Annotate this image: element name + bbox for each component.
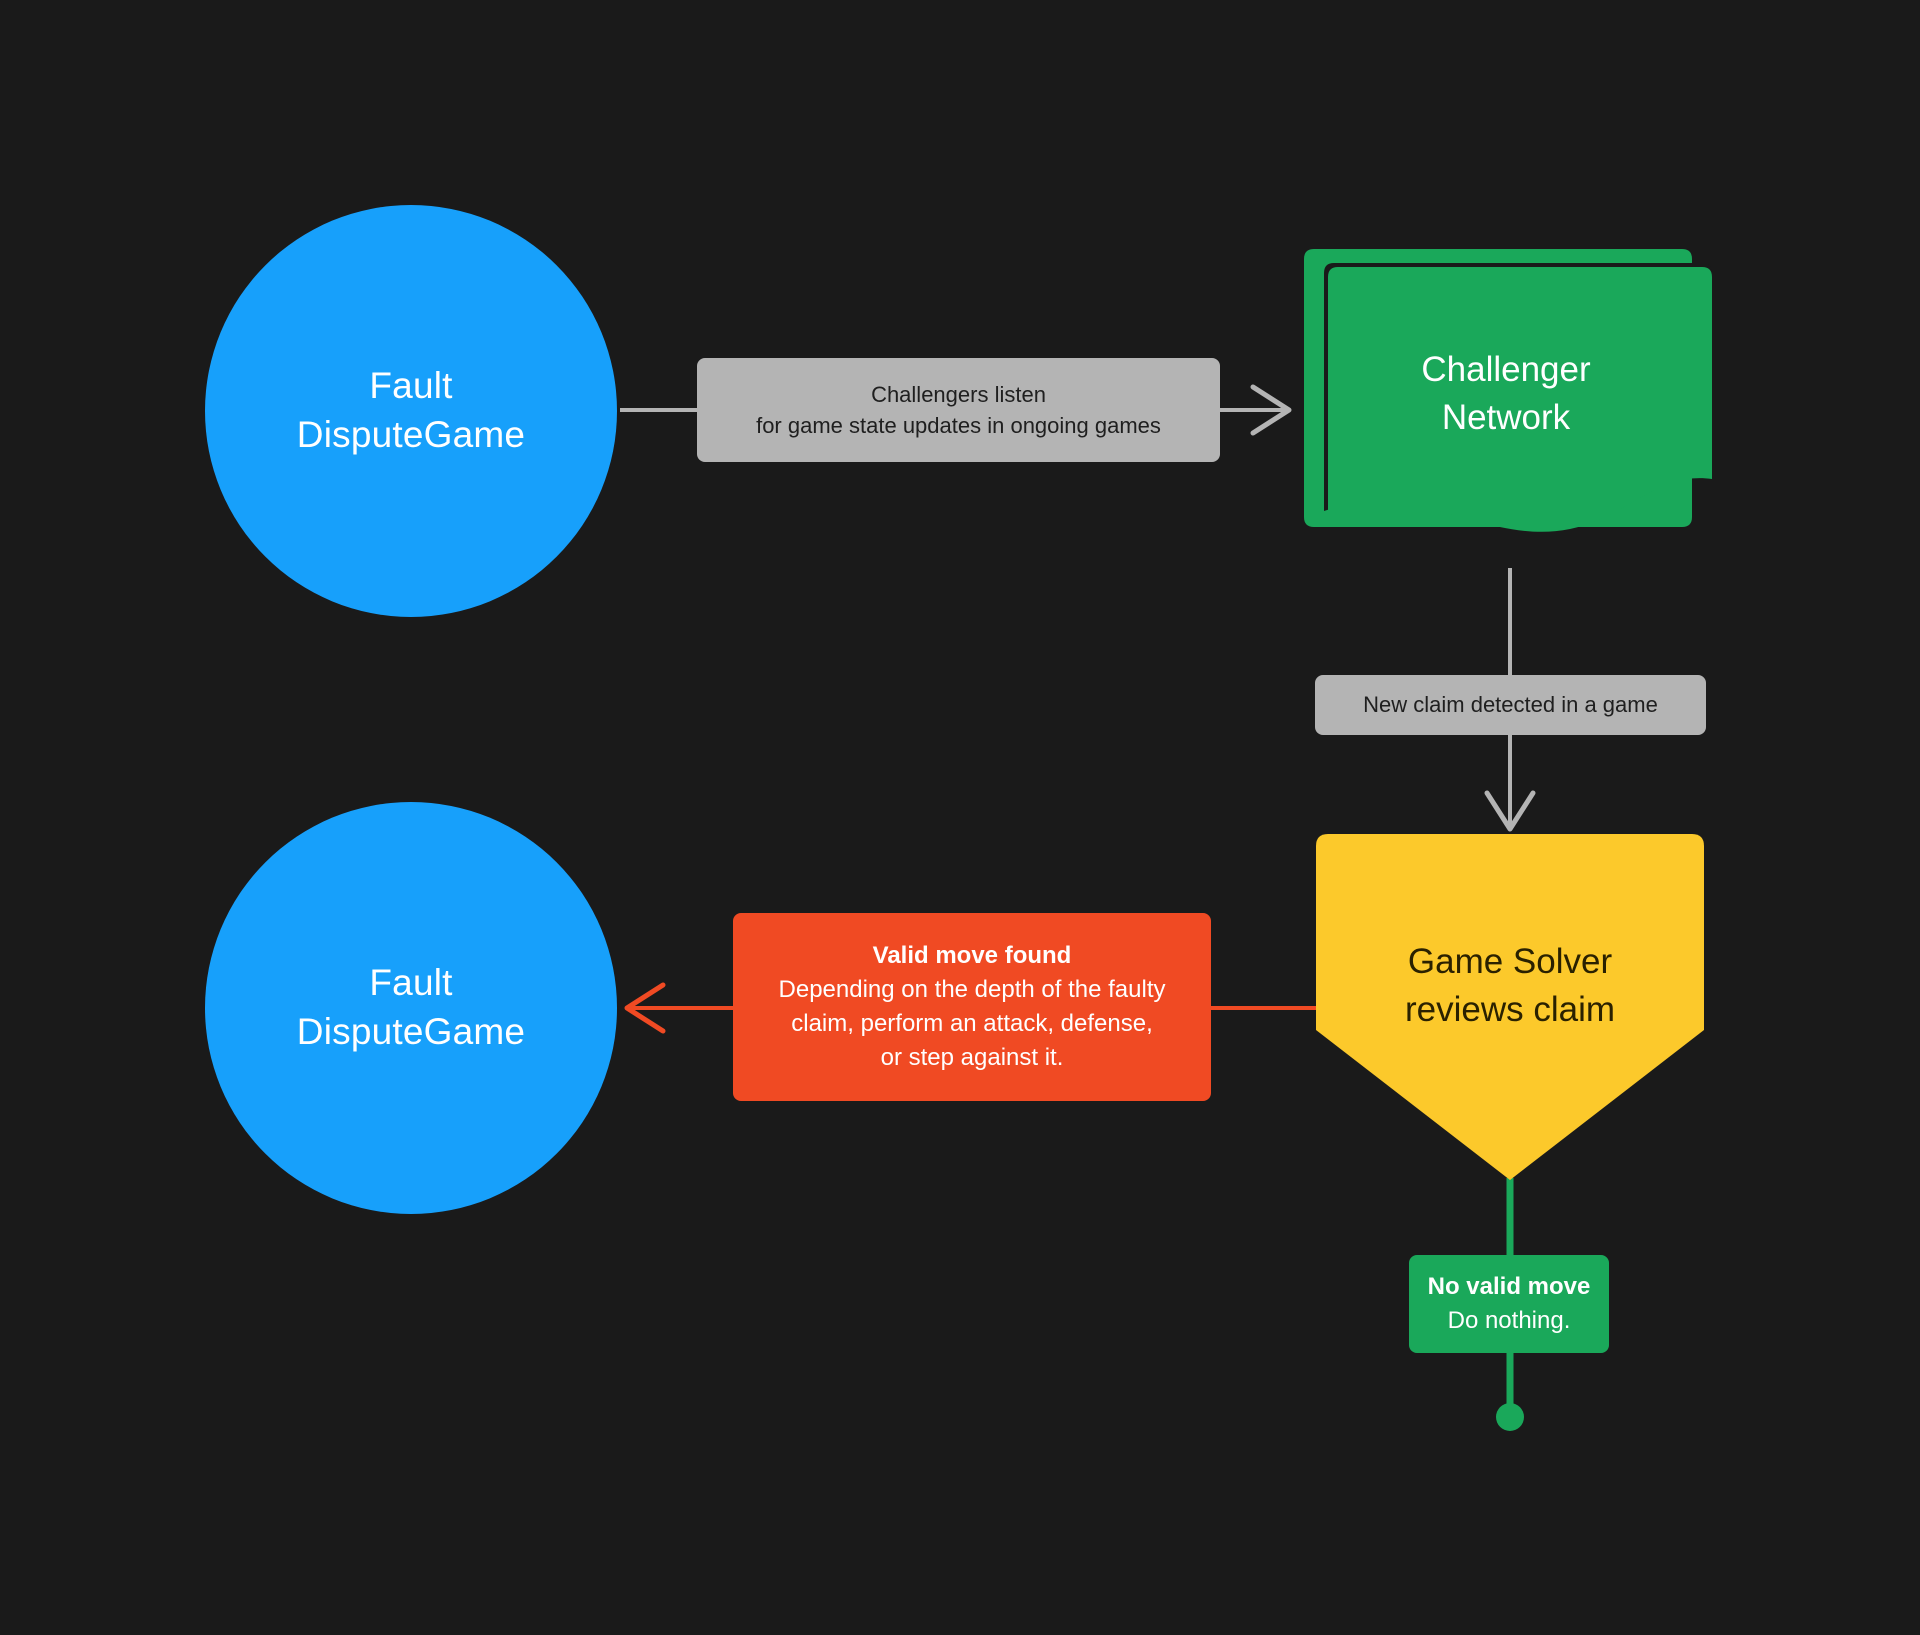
- edge-label-valid-move-title: Valid move found: [872, 941, 1072, 969]
- edge-label-new-claim-line1: New claim detected in a game: [1363, 692, 1658, 718]
- edge-label-valid-move-line2: Depending on the depth of the faulty: [778, 975, 1166, 1003]
- edge-label-no-valid-move: No valid move Do nothing.: [1409, 1255, 1609, 1353]
- edge-label-no-valid-move-line2: Do nothing.: [1447, 1307, 1571, 1334]
- node-challenger-network[interactable]: Challenger Network: [1296, 245, 1716, 565]
- node-game-solver-label: Game Solver reviews claim: [1404, 942, 1616, 1030]
- node-fault-dispute-game-bottom-label: Fault DisputeGame: [296, 962, 526, 1052]
- node-fault-dispute-game-top[interactable]: Fault DisputeGame: [205, 205, 617, 617]
- node-game-solver[interactable]: Game Solver reviews claim: [1316, 834, 1704, 1184]
- edge-label-new-claim: New claim detected in a game: [1315, 675, 1706, 735]
- pentagon-down-icon: [1316, 834, 1704, 1180]
- node-fault-dispute-game-bottom[interactable]: Fault DisputeGame: [205, 802, 617, 1214]
- edge-label-valid-move: Valid move found Depending on the depth …: [733, 913, 1211, 1101]
- edge-label-challengers-listen-line2: for game state updates in ongoing games: [756, 413, 1161, 438]
- edge-label-no-valid-move-title: No valid move: [1427, 1272, 1591, 1300]
- edge-label-challengers-listen: Challengers listen for game state update…: [697, 358, 1220, 462]
- node-challenger-network-label: Challenger Network: [1421, 349, 1591, 437]
- node-fault-dispute-game-top-label: Fault DisputeGame: [296, 365, 526, 455]
- edge-label-valid-move-line4: or step against it.: [880, 1044, 1064, 1072]
- multi-document-icon: [1304, 249, 1712, 532]
- edge-label-challengers-listen-line1: Challengers listen: [871, 381, 1046, 407]
- edge-label-valid-move-line3: claim, perform an attack, defense,: [791, 1010, 1153, 1037]
